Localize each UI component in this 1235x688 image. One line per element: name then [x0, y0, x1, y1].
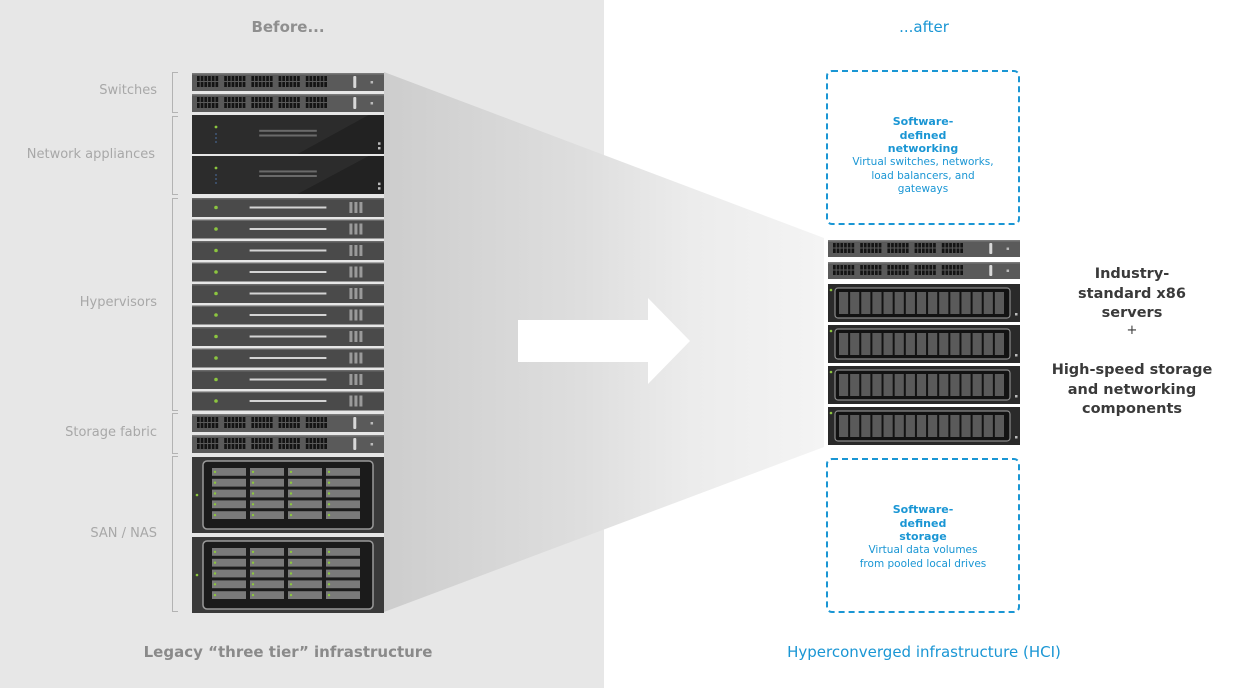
- software-defined-networking-box: Software-defined networking Virtual swit…: [826, 70, 1020, 225]
- tier-label-network-appliances: Network appliances: [26, 147, 155, 162]
- hci-caption: Hyperconverged infrastructure (HCI): [787, 643, 1061, 661]
- arrow-right-icon: [518, 298, 690, 384]
- tier-label-san-nas: SAN / NAS: [90, 526, 157, 541]
- bracket-network-appliances: [172, 116, 178, 195]
- legacy-caption: Legacy “three tier” infrastructure: [143, 643, 433, 661]
- components-text: High-speed storage and networking compon…: [1051, 362, 1213, 417]
- servers-text: Industry-standard x86 servers: [1078, 266, 1186, 321]
- tier-label-hypervisors: Hypervisors: [79, 295, 157, 310]
- sdn-title: Software-defined networking: [887, 115, 959, 155]
- before-heading: Before...: [251, 18, 325, 36]
- tier-label-storage-fabric: Storage fabric: [65, 425, 157, 440]
- software-defined-storage-box: Software-defined storage Virtual data vo…: [826, 458, 1020, 613]
- bracket-switches: [172, 72, 178, 113]
- after-heading: ...after: [899, 18, 949, 36]
- sds-title: Software-defined storage: [892, 503, 954, 543]
- bracket-san-nas: [172, 456, 178, 612]
- bracket-storage-fabric: [172, 413, 178, 454]
- bracket-hypervisors: [172, 198, 178, 411]
- tier-label-switches: Switches: [99, 83, 157, 98]
- sdn-description: Virtual switches, networks, load balance…: [852, 156, 994, 195]
- sds-description: Virtual data volumes from pooled local d…: [859, 544, 987, 570]
- plus-sign: +: [1126, 323, 1138, 338]
